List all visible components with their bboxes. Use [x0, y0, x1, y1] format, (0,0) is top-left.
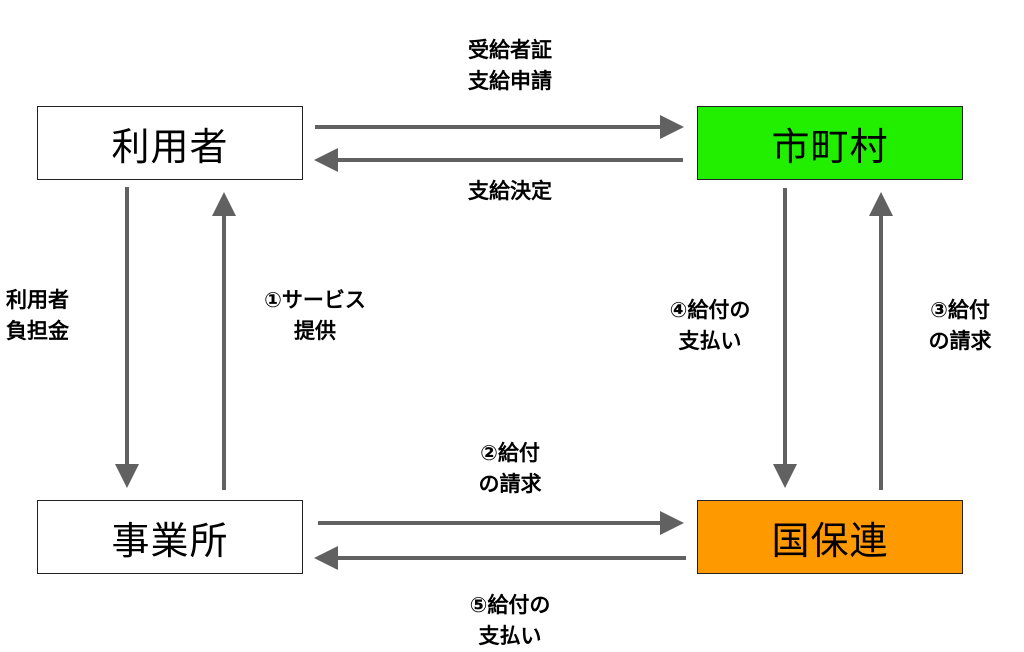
label-line: ②給付	[480, 441, 540, 465]
label-line: 利用者	[6, 288, 69, 312]
label-benefit-claim-3: ③給付 の請求	[905, 295, 1015, 357]
label-line: 支給申請	[468, 69, 552, 93]
label-benefit-claim-2: ②給付 の請求	[430, 438, 590, 500]
node-municipality: 市町村	[697, 106, 963, 180]
label-line: 支払い	[478, 624, 542, 648]
label-benefit-application: 受給者証 支給申請	[420, 35, 600, 97]
label-line: ④給付の	[669, 298, 751, 322]
node-user: 利用者	[37, 106, 303, 180]
node-user-label: 利用者	[111, 124, 229, 169]
label-benefit-decision: 支給決定	[420, 176, 600, 207]
label-line: の請求	[478, 472, 542, 496]
node-federation: 国保連	[697, 500, 963, 574]
node-federation-label: 国保連	[771, 518, 889, 563]
label-service-provision: ①サービス 提供	[240, 285, 390, 347]
label-line: 提供	[294, 319, 336, 343]
label-line: 支払い	[678, 329, 742, 353]
node-provider-label: 事業所	[111, 518, 229, 563]
label-line: ①サービス	[264, 288, 366, 312]
label-line: 受給者証	[468, 38, 552, 62]
label-line: ③給付	[930, 298, 990, 322]
node-municipality-label: 市町村	[771, 124, 889, 169]
label-benefit-payment-5: ⑤給付の 支払い	[430, 590, 590, 652]
label-line: ⑤給付の	[469, 593, 551, 617]
label-line: の請求	[928, 329, 992, 353]
label-line: 負担金	[6, 319, 69, 343]
node-provider: 事業所	[37, 500, 303, 574]
label-line: 支給決定	[468, 179, 552, 203]
label-user-copayment: 利用者 負担金	[6, 285, 96, 347]
label-benefit-payment-4: ④給付の 支払い	[650, 295, 770, 357]
